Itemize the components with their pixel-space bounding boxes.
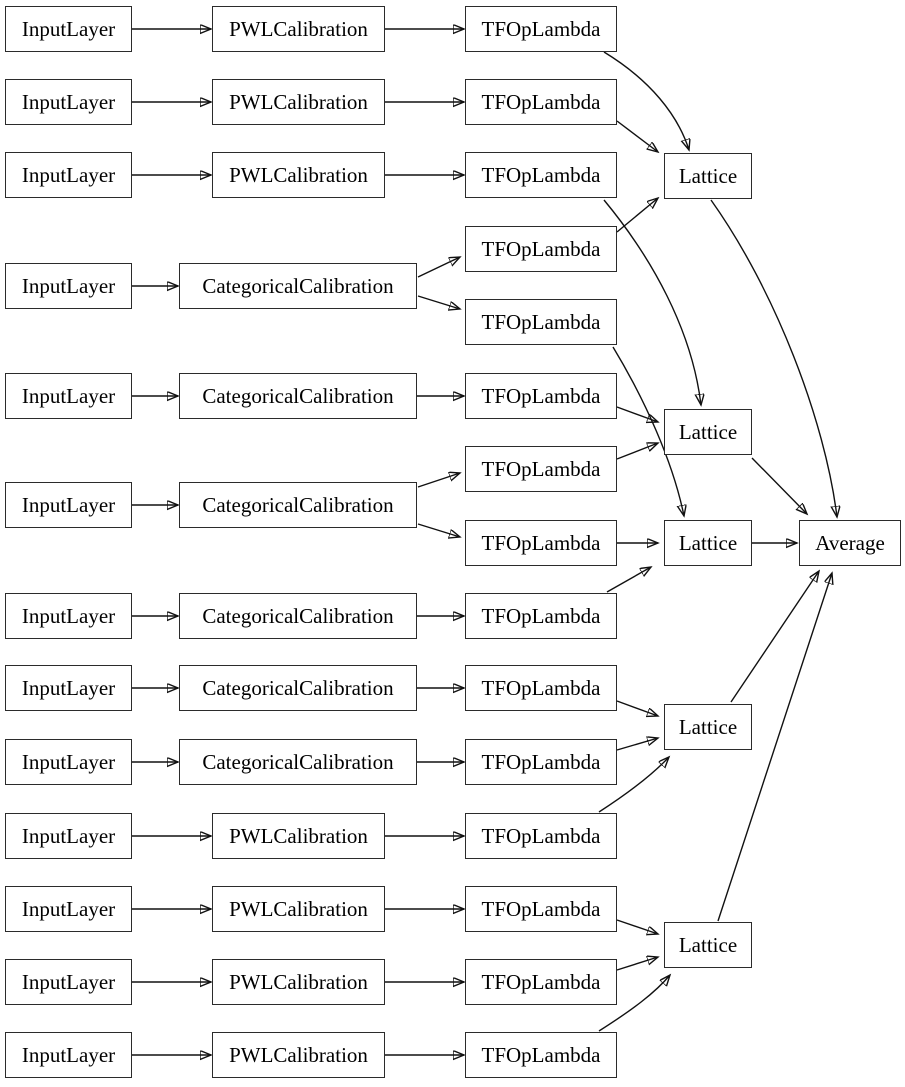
node-input-layer-11: InputLayer — [5, 886, 132, 932]
node-tfop-lambda-4: TFOpLambda — [465, 226, 617, 272]
edge-cat-3-tfop-8 — [417, 523, 460, 537]
node-tfop-lambda-14: TFOpLambda — [465, 959, 617, 1005]
edge-tfop-1-lattice-1 — [603, 51, 689, 150]
node-tfop-lambda-3: TFOpLambda — [465, 152, 617, 198]
node-tfop-lambda-9: TFOpLambda — [465, 593, 617, 639]
node-tfop-lambda-1: TFOpLambda — [465, 6, 617, 52]
node-tfop-lambda-8: TFOpLambda — [465, 520, 617, 566]
edge-tfop-9-lattice-3 — [606, 567, 651, 593]
node-tfop-lambda-2: TFOpLambda — [465, 79, 617, 125]
node-tfop-lambda-13: TFOpLambda — [465, 886, 617, 932]
node-input-layer-10: InputLayer — [5, 813, 132, 859]
edge-tfop-12-lattice-4 — [598, 757, 669, 813]
node-input-layer-8: InputLayer — [5, 665, 132, 711]
node-pwl-calibration-2: PWLCalibration — [212, 79, 385, 125]
node-input-layer-13: InputLayer — [5, 1032, 132, 1078]
node-lattice-1: Lattice — [664, 153, 752, 199]
node-input-layer-5: InputLayer — [5, 373, 132, 419]
node-categorical-calibration-3: CategoricalCalibration — [179, 482, 417, 528]
node-categorical-calibration-5: CategoricalCalibration — [179, 665, 417, 711]
edge-tfop-3-lattice-2 — [603, 199, 701, 405]
edge-lattice-5-average — [717, 573, 832, 922]
node-pwl-calibration-5: PWLCalibration — [212, 886, 385, 932]
node-pwl-calibration-1: PWLCalibration — [212, 6, 385, 52]
node-input-layer-4: InputLayer — [5, 263, 132, 309]
node-tfop-lambda-11: TFOpLambda — [465, 739, 617, 785]
edge-tfop-5-lattice-3 — [612, 346, 684, 516]
edge-lattice-2-average — [751, 457, 807, 514]
node-tfop-lambda-6: TFOpLambda — [465, 373, 617, 419]
node-lattice-4: Lattice — [664, 704, 752, 750]
node-tfop-lambda-15: TFOpLambda — [465, 1032, 617, 1078]
node-input-layer-2: InputLayer — [5, 79, 132, 125]
node-lattice-2: Lattice — [664, 409, 752, 455]
node-input-layer-6: InputLayer — [5, 482, 132, 528]
edge-lattice-4-average — [730, 571, 819, 703]
node-lattice-3: Lattice — [664, 520, 752, 566]
node-input-layer-9: InputLayer — [5, 739, 132, 785]
edge-tfop-7-lattice-2 — [616, 443, 658, 460]
edge-tfop-11-lattice-4 — [616, 738, 658, 751]
edge-tfop-13-lattice-5 — [616, 919, 658, 934]
node-average: Average — [799, 520, 901, 566]
node-input-layer-3: InputLayer — [5, 152, 132, 198]
edge-tfop-10-lattice-4 — [616, 700, 658, 716]
node-input-layer-7: InputLayer — [5, 593, 132, 639]
node-pwl-calibration-6: PWLCalibration — [212, 959, 385, 1005]
edge-tfop-2-lattice-1 — [616, 120, 658, 152]
node-tfop-lambda-10: TFOpLambda — [465, 665, 617, 711]
edge-cat-3-tfop-7 — [417, 473, 460, 488]
node-tfop-lambda-5: TFOpLambda — [465, 299, 617, 345]
node-input-layer-1: InputLayer — [5, 6, 132, 52]
node-tfop-lambda-7: TFOpLambda — [465, 446, 617, 492]
node-tfop-lambda-12: TFOpLambda — [465, 813, 617, 859]
node-pwl-calibration-3: PWLCalibration — [212, 152, 385, 198]
edge-lattice-1-average — [710, 199, 837, 517]
node-categorical-calibration-4: CategoricalCalibration — [179, 593, 417, 639]
node-categorical-calibration-2: CategoricalCalibration — [179, 373, 417, 419]
edge-cat-1-tfop-4 — [417, 257, 460, 278]
node-categorical-calibration-6: CategoricalCalibration — [179, 739, 417, 785]
edge-tfop-14-lattice-5 — [616, 957, 658, 971]
node-categorical-calibration-1: CategoricalCalibration — [179, 263, 417, 309]
node-input-layer-12: InputLayer — [5, 959, 132, 1005]
edge-cat-1-tfop-5 — [417, 295, 460, 309]
node-pwl-calibration-7: PWLCalibration — [212, 1032, 385, 1078]
edge-tfop-15-lattice-5 — [598, 975, 670, 1032]
node-pwl-calibration-4: PWLCalibration — [212, 813, 385, 859]
edge-tfop-4-lattice-1 — [616, 198, 658, 233]
node-lattice-5: Lattice — [664, 922, 752, 968]
